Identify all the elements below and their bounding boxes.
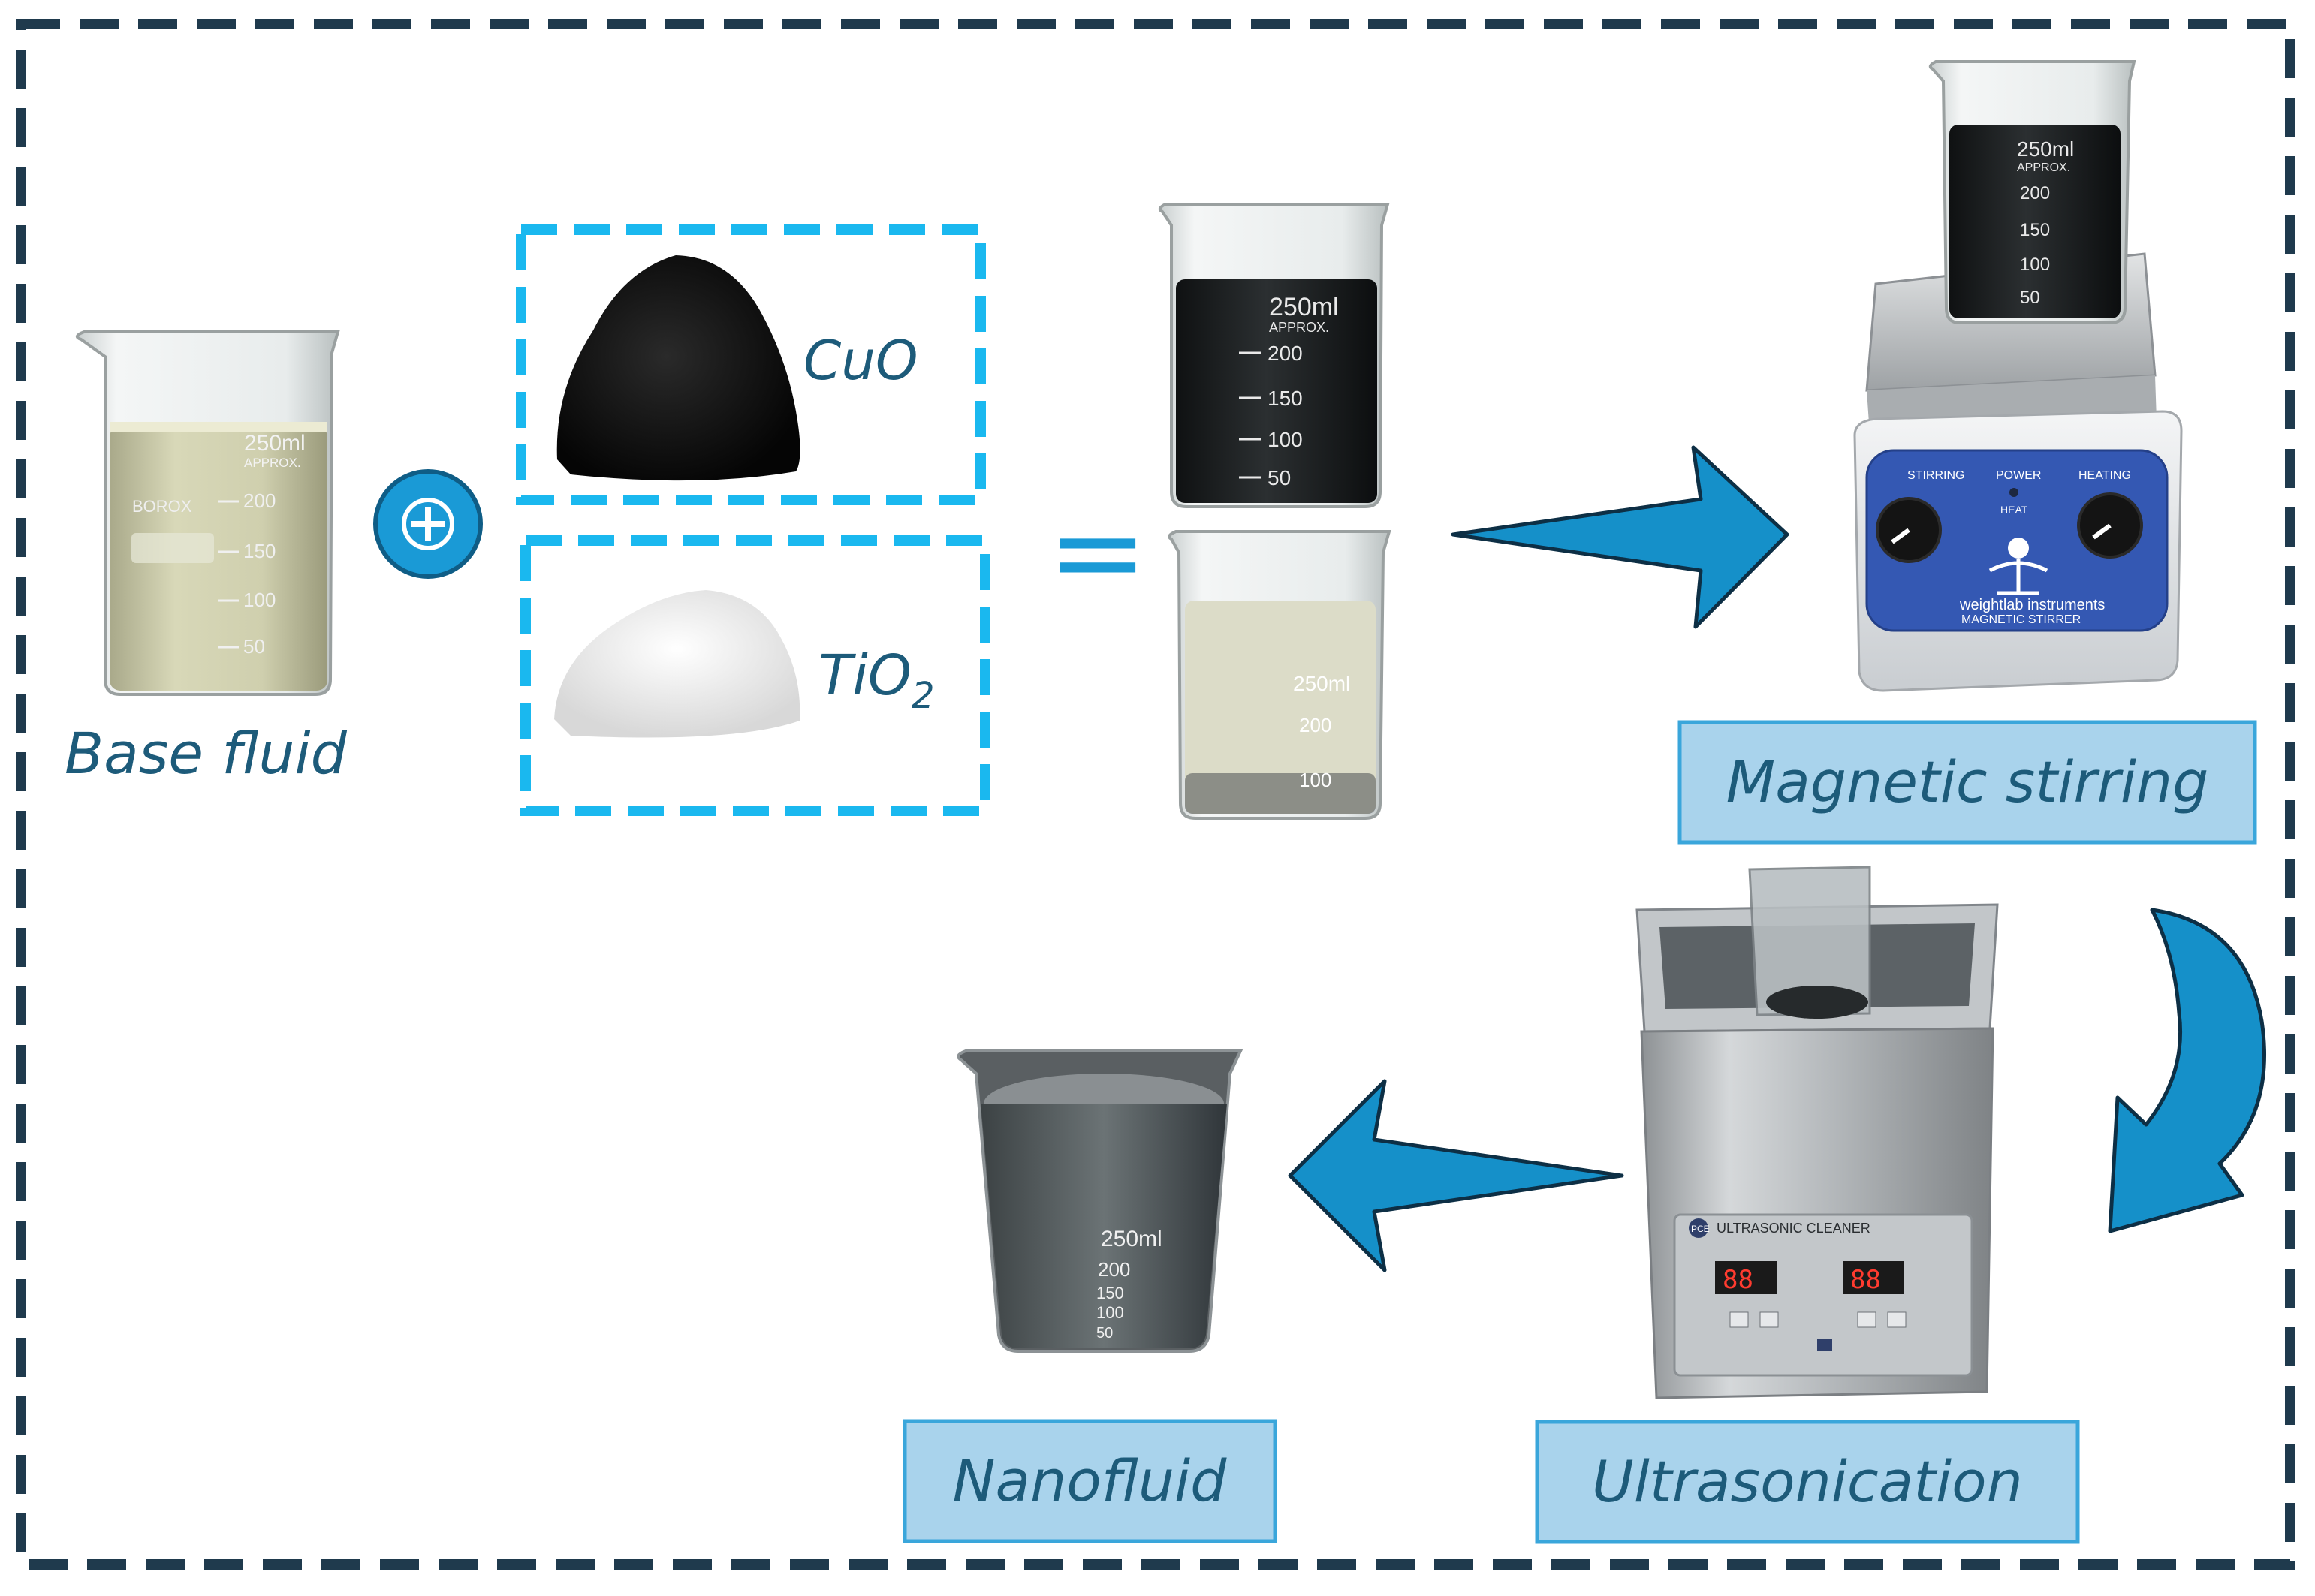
tio2-label-main: TiO [818, 643, 912, 708]
nanofluid-beaker: 250ml 200 150 100 50 [957, 1049, 1243, 1353]
arrow-to-stirrer [1451, 445, 1789, 629]
ultrasonic-cleaner: PCE ULTRASONIC CLEANER 88 88 [1635, 866, 1999, 1399]
stirrer-brand: weightlab instruments [1959, 597, 2105, 613]
nanofluid-beaker-capacity: 250ml [1101, 1227, 1162, 1251]
tio2-powder [554, 590, 800, 738]
tio2-label-sub: 2 [912, 675, 935, 717]
cleaner-display-right: 88 [1850, 1265, 1881, 1295]
stirrer-label-stirring: STIRRING [1907, 469, 1964, 482]
tio2-tick-100: 100 [1299, 769, 1331, 791]
equals-sign: = [1047, 481, 1148, 622]
stirrer-beaker-capacity: 250ml [2017, 137, 2074, 161]
stirrer-label-heat: HEAT [2000, 504, 2028, 516]
nanofluid-tick-150: 150 [1096, 1284, 1124, 1302]
base-fluid-beaker: BOROX 250ml APPROX. 200 150 100 50 [75, 330, 340, 696]
cuo-tick-50: 50 [1268, 466, 1291, 489]
magnetic-stirring-box [1677, 720, 2257, 845]
base-beaker-approx: APPROX. [244, 456, 301, 470]
tio2-tick-200: 200 [1299, 714, 1331, 736]
stirrer-power-led [2009, 488, 2018, 497]
curved-arrow-to-cleaner [2108, 908, 2267, 1233]
tio2-beaker-capacity: 250ml [1293, 672, 1350, 695]
base-tick-100: 100 [243, 589, 276, 611]
cleaner-btn-up-left[interactable] [1729, 1311, 1749, 1328]
tio2-nanofluid-beaker: 250ml 200 100 [1168, 530, 1391, 820]
cuo-nanofluid-beaker: 250ml APPROX. 200 150 100 50 [1158, 203, 1390, 508]
stirrer-tick-100: 100 [2020, 254, 2050, 275]
cleaner-badge: PCE [1691, 1224, 1710, 1234]
stirrer-label-power: POWER [1996, 469, 2041, 482]
cuo-tick-200: 200 [1268, 342, 1303, 365]
nanofluid-tick-200: 200 [1098, 1258, 1130, 1281]
nanofluid-label: Nanofluid [953, 1447, 1227, 1514]
cuo-tick-100: 100 [1268, 428, 1303, 451]
nanofluid-tick-100: 100 [1096, 1303, 1124, 1322]
plus-icon [373, 469, 483, 579]
cleaner-title: ULTRASONIC CLEANER [1717, 1221, 1870, 1236]
base-tick-200: 200 [243, 489, 276, 512]
cuo-label: CuO [803, 329, 918, 392]
magnetic-stirrer: STIRRING POWER HEAT HEATING weightlab in… [1853, 60, 2183, 692]
stirrer-model: MAGNETIC STIRRER [1961, 613, 2081, 626]
stirrer-tick-50: 50 [2020, 288, 2040, 308]
cuo-powder [556, 255, 800, 481]
base-tick-50: 50 [243, 635, 265, 658]
outer-frame [16, 19, 2295, 1570]
stirrer-label-heating: HEATING [2078, 469, 2131, 482]
base-beaker-capacity: 250ml [244, 431, 306, 456]
nanofluid-box [903, 1419, 1277, 1543]
cleaner-display-left: 88 [1723, 1265, 1753, 1295]
stirrer-logo-icon [1988, 538, 2048, 595]
ultrasonication-label: Ultrasonication [1592, 1448, 2023, 1515]
cleaner-btn-down-left[interactable] [1759, 1311, 1779, 1328]
stirrer-beaker-approx: APPROX. [2017, 161, 2070, 174]
cuo-beaker-capacity: 250ml [1269, 293, 1339, 321]
cleaner-badge-icon [1689, 1218, 1708, 1238]
cleaner-btn-up-right[interactable] [1857, 1311, 1876, 1328]
stirrer-tick-200: 200 [2020, 183, 2050, 203]
base-beaker-ticks: 200 150 100 50 [218, 489, 276, 658]
nanofluid-tick-50: 50 [1096, 1325, 1113, 1342]
cuo-beaker-approx: APPROX. [1269, 320, 1329, 335]
magnetic-stirring-label: Magnetic stirring [1726, 748, 2209, 815]
cuo-box [516, 224, 986, 505]
ultrasonication-box [1535, 1420, 2080, 1544]
base-tick-150: 150 [243, 540, 276, 562]
base-beaker-brand: BOROX [132, 497, 192, 516]
cuo-tick-150: 150 [1268, 387, 1303, 410]
tio2-label: TiO2 [818, 643, 935, 717]
base-fluid-label: Base fluid [65, 720, 348, 787]
arrow-to-nanofluid [1288, 1079, 1624, 1272]
stirrer-tick-150: 150 [2020, 220, 2050, 240]
cleaner-start-button[interactable] [1817, 1339, 1832, 1351]
cleaner-btn-down-right[interactable] [1887, 1311, 1907, 1328]
tio2-box [520, 535, 990, 816]
